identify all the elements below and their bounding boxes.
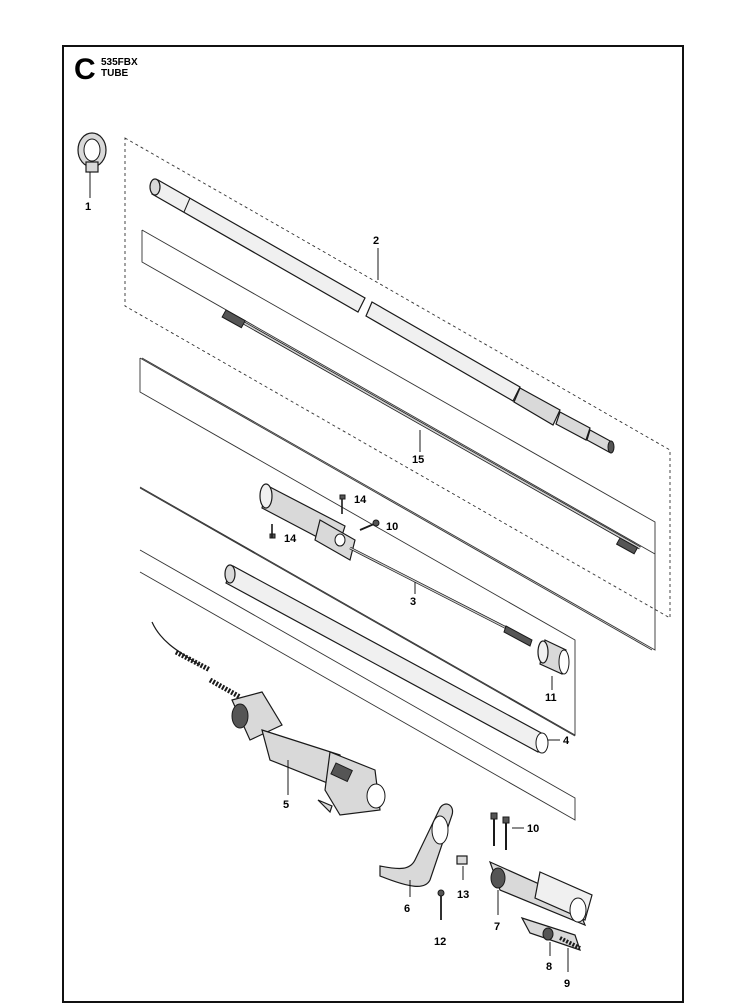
section-letter: C [74,53,96,86]
callout-8: 8 [546,961,552,973]
model-code: 535FBX [101,57,138,68]
part-15-drive-shaft[interactable] [221,309,641,555]
callout-9: 9 [564,978,570,990]
band-15-top [141,230,656,555]
callout-12: 12 [434,936,446,948]
band-4-top [139,487,576,737]
page-frame [62,45,684,1003]
callout-15: 15 [412,454,424,466]
part-14-screw-lower[interactable] [269,524,276,539]
callout-13: 13 [457,889,469,901]
assembly-name: TUBE [101,68,129,79]
callout-10-lower: 10 [527,823,539,835]
callout-11: 11 [545,692,557,704]
callout-6: 6 [404,903,410,915]
part-13-nut[interactable] [456,855,468,865]
part-10-screw-upper[interactable] [359,519,380,531]
callout-14-upper: 14 [354,494,367,506]
callout-3: 3 [410,596,416,608]
callout-5: 5 [283,799,289,811]
band-15 [141,229,656,651]
band-5 [139,549,576,821]
callout-4: 4 [563,735,570,747]
part-3-shaft-holder[interactable] [259,483,533,647]
callout-1: 1 [85,201,91,213]
part-14-screw-upper[interactable] [339,494,346,514]
part-4-outer-tube[interactable] [224,564,549,754]
part-11-sleeve[interactable] [537,639,570,675]
part-5-throttle-handle[interactable] [151,621,386,816]
part-7-clamp[interactable] [488,860,593,927]
part-10-screws-lower[interactable] [490,812,510,850]
callout-7: 7 [494,921,500,933]
part-6-loop-handle[interactable] [379,803,454,887]
part-12-screw[interactable] [437,889,445,920]
part-1-clip[interactable] [77,132,107,173]
band-3 [139,358,576,736]
band-3-top [139,357,653,651]
part-8-9-latch[interactable] [520,916,581,951]
callout-2: 2 [373,235,379,247]
callout-10-upper: 10 [386,521,398,533]
part-2-tube[interactable] [149,178,615,454]
callout-14-lower: 14 [284,533,297,545]
